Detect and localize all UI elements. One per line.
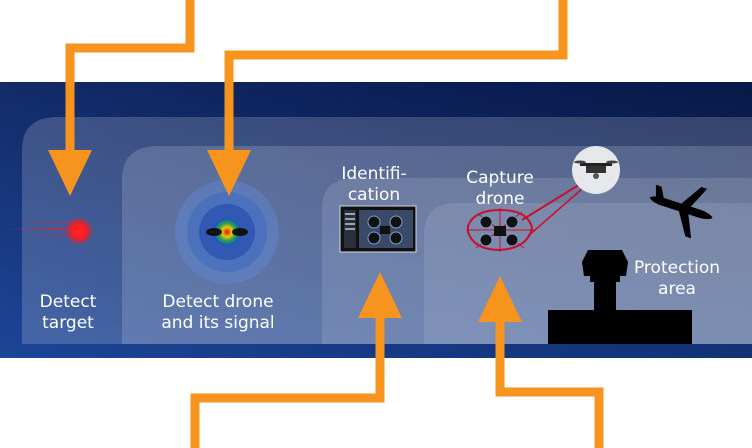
arrowhead-detect-target bbox=[48, 150, 92, 196]
monitor-icon bbox=[339, 205, 417, 253]
label-capture: Capture drone bbox=[466, 168, 534, 209]
label-detect-drone: Detect drone and its signal bbox=[161, 292, 275, 333]
drone-icon bbox=[572, 146, 620, 194]
arrowhead-identification bbox=[358, 272, 402, 318]
arrowhead-detect-drone bbox=[207, 150, 251, 196]
arrowhead-capture bbox=[478, 276, 522, 322]
label-identification: Identifi- cation bbox=[341, 164, 407, 205]
arrow-to-capture bbox=[495, 312, 604, 448]
arrow-to-detect-drone bbox=[224, 0, 568, 160]
arrow-to-detect-target bbox=[65, 0, 195, 160]
control-tower-icon bbox=[548, 250, 692, 344]
radar-drone-icon bbox=[175, 180, 279, 284]
zone-identification bbox=[322, 178, 752, 344]
label-detect-target: Detect target bbox=[39, 292, 97, 333]
airplane-icon bbox=[649, 184, 713, 239]
arrow-to-identification bbox=[190, 308, 385, 448]
label-protection: Protection area bbox=[633, 258, 720, 299]
red-target-dot-icon bbox=[8, 217, 93, 245]
orange-arrows bbox=[65, 0, 604, 448]
